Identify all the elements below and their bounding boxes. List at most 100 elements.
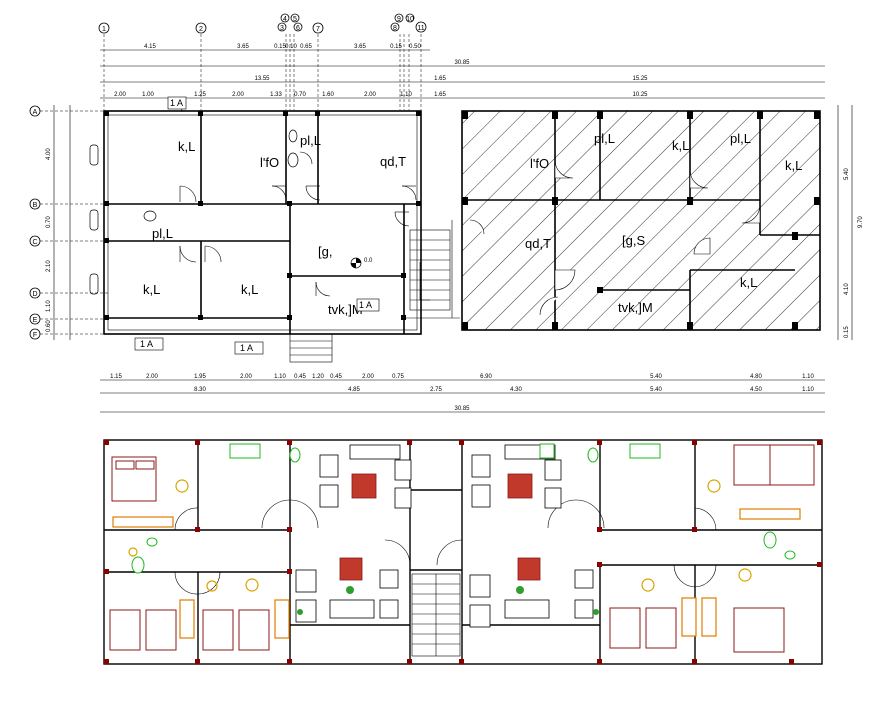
lower-wc-fixtures — [131, 447, 796, 574]
room-label: k,L — [740, 275, 757, 290]
lower-lamps — [128, 479, 752, 592]
grid-label-8: 8 — [393, 25, 397, 32]
grid-label-5: 5 — [293, 16, 297, 23]
lower-beds — [109, 444, 815, 653]
dim-text: 1.25 — [194, 92, 206, 98]
room-label: pl,L — [152, 226, 173, 241]
level-text: 0.0 — [364, 258, 373, 264]
room-label: tvk,]M — [328, 302, 363, 317]
room-label: l'fO — [260, 155, 279, 170]
dim-text: 6.90 — [480, 374, 492, 380]
lower-kitchen-counters — [229, 443, 661, 459]
middle-dimension-lines — [100, 379, 825, 413]
upper-left-room-labels: k,L l'fO pl,L qd,T pl,L [g, k,L k,L tvk,… — [143, 133, 406, 317]
dim-text: 2.00 — [114, 92, 126, 98]
dim-text: 4.15 — [144, 44, 156, 50]
room-label: k,L — [241, 282, 258, 297]
room-label: [g, — [318, 244, 332, 259]
dim-text: 4.85 — [348, 387, 360, 393]
room-label: [g,S — [622, 233, 645, 248]
dim-text: 0.10 — [285, 44, 297, 50]
right-dimension-lines — [837, 105, 853, 340]
upper-right-doors — [469, 159, 761, 316]
dim-text: 4.30 — [510, 387, 522, 393]
dim-text: 0.70 — [294, 92, 306, 98]
room-label: k,L — [143, 282, 160, 297]
dim-text: 1.10 — [46, 300, 52, 312]
dim-text: 1.10 — [274, 374, 286, 380]
dim-text: 8.30 — [194, 387, 206, 393]
dim-text: 5.40 — [844, 168, 850, 180]
grid-label-1: 1 — [102, 26, 106, 33]
dim-text: 0.15 — [274, 44, 286, 50]
dim-text: 2.00 — [240, 374, 252, 380]
dim-text: 1.33 — [270, 92, 282, 98]
room-label: qd,T — [525, 236, 551, 251]
section-tag-labels: 1 A 1 A 1 A 1 A — [140, 98, 372, 353]
dim-text: 0.15 — [844, 326, 850, 338]
dim-text: 9.70 — [858, 216, 864, 228]
level-marker: 0.0 — [350, 257, 373, 269]
section-tag: 1 A — [140, 339, 153, 349]
dim-text: 10.25 — [632, 92, 648, 98]
dim-text: 5.40 — [650, 374, 662, 380]
left-dimension-lines — [53, 105, 71, 340]
grid-label-7: 7 — [316, 26, 320, 33]
grid-label-f: F — [33, 332, 37, 339]
upper-left-doors — [169, 99, 417, 297]
lower-wardrobes — [112, 508, 801, 639]
right-dim-texts: 5.40 4.10 0.15 9.70 — [844, 168, 864, 338]
grid-label-e: E — [33, 317, 38, 324]
dim-text: 2.00 — [362, 374, 374, 380]
dim-text: 4.80 — [750, 374, 762, 380]
top-grid-lines — [103, 34, 422, 110]
dim-total-bottom: 30.85 — [454, 406, 470, 412]
dim-text: 0.70 — [46, 216, 52, 228]
dim-text: 0.60 — [46, 320, 52, 332]
room-label: k,L — [785, 158, 802, 173]
grid-label-11: 11 — [417, 25, 424, 32]
grid-label-c: C — [32, 239, 37, 246]
bottom-dim-row2: 8.30 4.85 2.75 4.30 5.40 4.50 1.10 — [194, 387, 814, 393]
dim-text: 0.50 — [409, 44, 421, 50]
room-label: l'fO — [530, 156, 549, 171]
grid-label-3: 3 — [280, 25, 284, 32]
upper-left-columns — [104, 111, 421, 320]
upper-plan-left-walls — [103, 110, 422, 335]
dim-text: 1.15 — [110, 374, 122, 380]
top-dim-row1: 4.15 3.65 0.15 0.10 0.65 3.65 0.15 0.50 — [144, 44, 421, 50]
dim-text: 15.25 — [632, 76, 648, 82]
dim-text: 2.00 — [364, 92, 376, 98]
lower-coffee-tables — [339, 473, 541, 581]
dim-text: 2.00 — [146, 374, 158, 380]
dim-text: 2.10 — [46, 260, 52, 272]
top-grid-bubbles — [98, 13, 427, 34]
dim-text: 2.00 — [232, 92, 244, 98]
dim-text: 1.20 — [312, 374, 324, 380]
dim-text: 1.10 — [802, 374, 814, 380]
dim-text: 5.40 — [650, 387, 662, 393]
lower-columns — [104, 440, 822, 664]
room-label: k,L — [178, 139, 195, 154]
dim-text: 0.75 — [392, 374, 404, 380]
lower-plants — [297, 586, 599, 615]
grid-label-b: B — [33, 202, 38, 209]
top-dim-row2: 13.55 1.65 15.25 — [254, 76, 648, 82]
dim-text: 1.65 — [434, 92, 446, 98]
dim-text: 4.10 — [844, 283, 850, 295]
left-grid-labels: A B C D E F — [32, 109, 37, 339]
room-label: qd,T — [380, 154, 406, 169]
top-dim-row3: 2.00 1.00 1.25 2.00 1.33 0.70 1.60 2.00 … — [114, 92, 648, 98]
dim-text: 4.00 — [46, 148, 52, 160]
dim-text: 0.15 — [390, 44, 402, 50]
bottom-dim-row1: 1.15 2.00 1.95 2.00 1.10 0.45 1.20 0.45 … — [110, 374, 814, 380]
upper-right-columns — [462, 111, 820, 330]
left-grid-bubbles — [29, 105, 41, 340]
grid-label-9: 9 — [397, 16, 401, 23]
dim-text: 4.50 — [750, 387, 762, 393]
dim-text: 3.65 — [354, 44, 366, 50]
section-tag: 1 A — [240, 343, 253, 353]
upper-plan-right-hatch — [462, 111, 820, 330]
top-grid-labels: 1 2 3 4 5 6 7 8 9 10 11 — [102, 16, 425, 33]
